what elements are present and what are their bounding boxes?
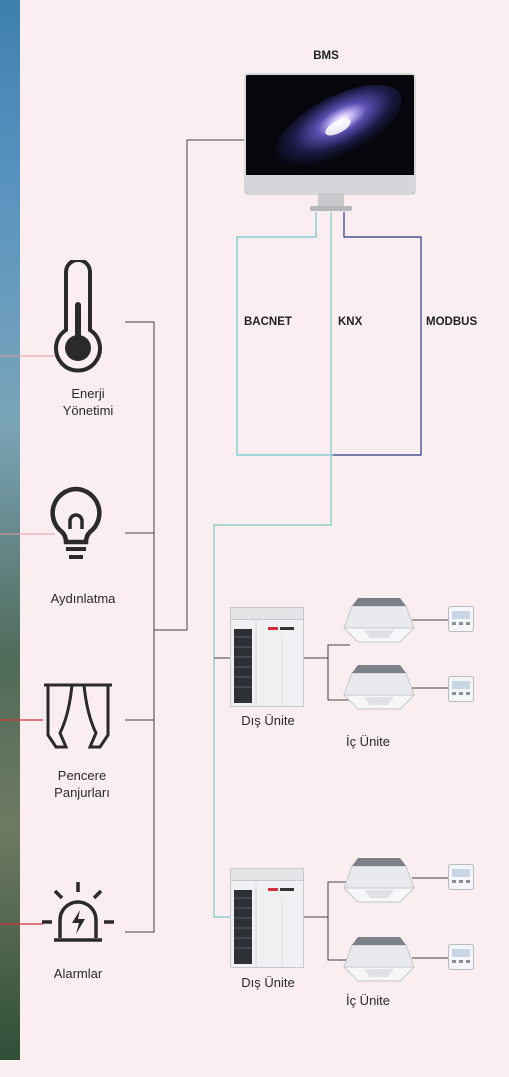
knx-label: KNX xyxy=(338,316,363,328)
energy-management-label: Enerji Yönetimi xyxy=(62,386,114,418)
light-bulb-icon xyxy=(50,486,102,559)
outdoor-unit-icon xyxy=(230,868,304,968)
bms-label: BMS xyxy=(313,50,339,62)
wall-controller-icon xyxy=(448,676,474,702)
wall-controller-icon xyxy=(448,864,474,890)
modbus-label: MODBUS xyxy=(426,316,478,328)
cassette-ac-icon xyxy=(342,937,416,982)
outdoor1-indoor-a xyxy=(303,644,350,659)
outdoor-unit-icon xyxy=(230,607,304,707)
outdoor-unit-2-label: Dış Ünite xyxy=(241,975,295,990)
bottom-band xyxy=(0,1060,509,1077)
wall-controller-icon xyxy=(448,944,474,970)
indoor-unit-1-label: İç Ünite xyxy=(345,734,391,749)
alarms-label: Alarmlar xyxy=(53,966,103,981)
galaxy-wallpaper xyxy=(246,75,414,193)
modbus-line xyxy=(333,212,422,456)
outdoor2-indoor-a xyxy=(303,881,350,918)
cassette-ac-icon xyxy=(342,665,416,710)
left-trunk-line xyxy=(125,321,155,933)
outdoor1-indoor-b xyxy=(327,658,350,701)
trunk-to-bms-line xyxy=(186,139,244,630)
curtains-label: Pencere Panjurları xyxy=(54,768,110,800)
monitor-icon xyxy=(244,73,416,195)
monitor-stand xyxy=(310,193,352,211)
bacnet-label: BACNET xyxy=(244,316,292,328)
lighting-label: Aydınlatma xyxy=(50,591,116,606)
outdoor2-indoor-b xyxy=(327,917,350,961)
outdoor-unit-1-label: Dış Ünite xyxy=(241,713,295,728)
thermometer-icon xyxy=(54,260,102,373)
bacnet-line xyxy=(236,212,333,456)
knx-line xyxy=(213,212,332,918)
alarm-siren-icon xyxy=(42,882,114,942)
wall-controller-icon xyxy=(448,606,474,632)
background-photo-strip xyxy=(0,0,20,1060)
curtains-icon xyxy=(44,683,112,749)
indoor-unit-2-label: İç Ünite xyxy=(345,993,391,1008)
cassette-ac-icon xyxy=(342,598,416,643)
cassette-ac-icon xyxy=(342,858,416,903)
